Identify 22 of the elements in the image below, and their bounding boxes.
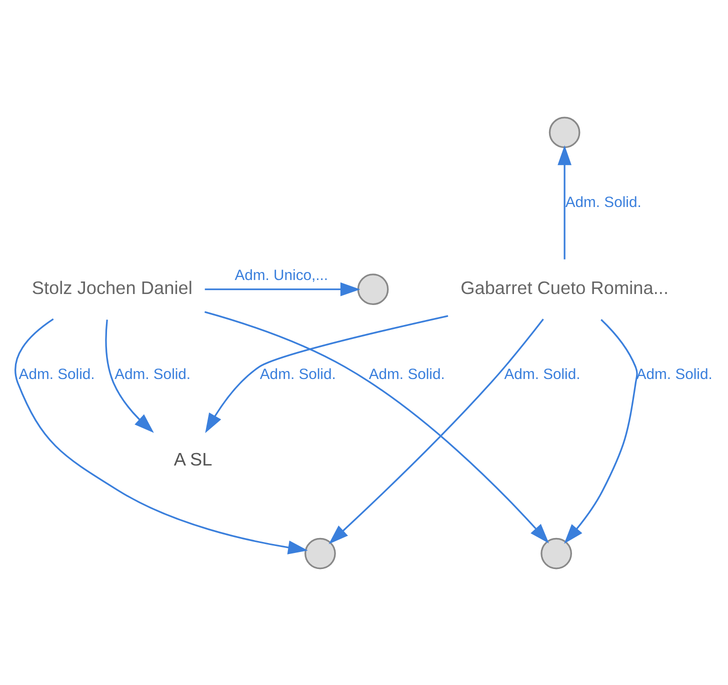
edge-label: Adm. Unico,...	[234, 267, 328, 284]
node-text: A SL	[174, 449, 212, 470]
edge-label: Adm. Solid.	[565, 194, 642, 211]
edge-label: Adm. Solid.	[504, 366, 580, 382]
arrow	[558, 144, 572, 259]
node-circle	[357, 273, 389, 305]
arrow	[205, 314, 448, 433]
node-text: Stolz Jochen Daniel	[32, 277, 192, 298]
node-circle	[548, 116, 580, 148]
edge-label: Adm. Solid.	[260, 366, 336, 382]
edge-label: Adm. Solid.	[114, 366, 191, 382]
node-circle	[540, 537, 572, 569]
edge-label: Adm. Solid.	[368, 366, 445, 382]
node-text: Gabarret Cueto Romina...	[460, 277, 669, 298]
node-circle	[304, 537, 336, 569]
arrow	[14, 318, 308, 554]
arrow	[328, 318, 544, 544]
arrow	[204, 310, 549, 543]
arrow	[204, 282, 360, 296]
arrow	[105, 319, 154, 432]
edge-label: Adm. Solid.	[18, 366, 95, 382]
arrow	[564, 318, 638, 544]
